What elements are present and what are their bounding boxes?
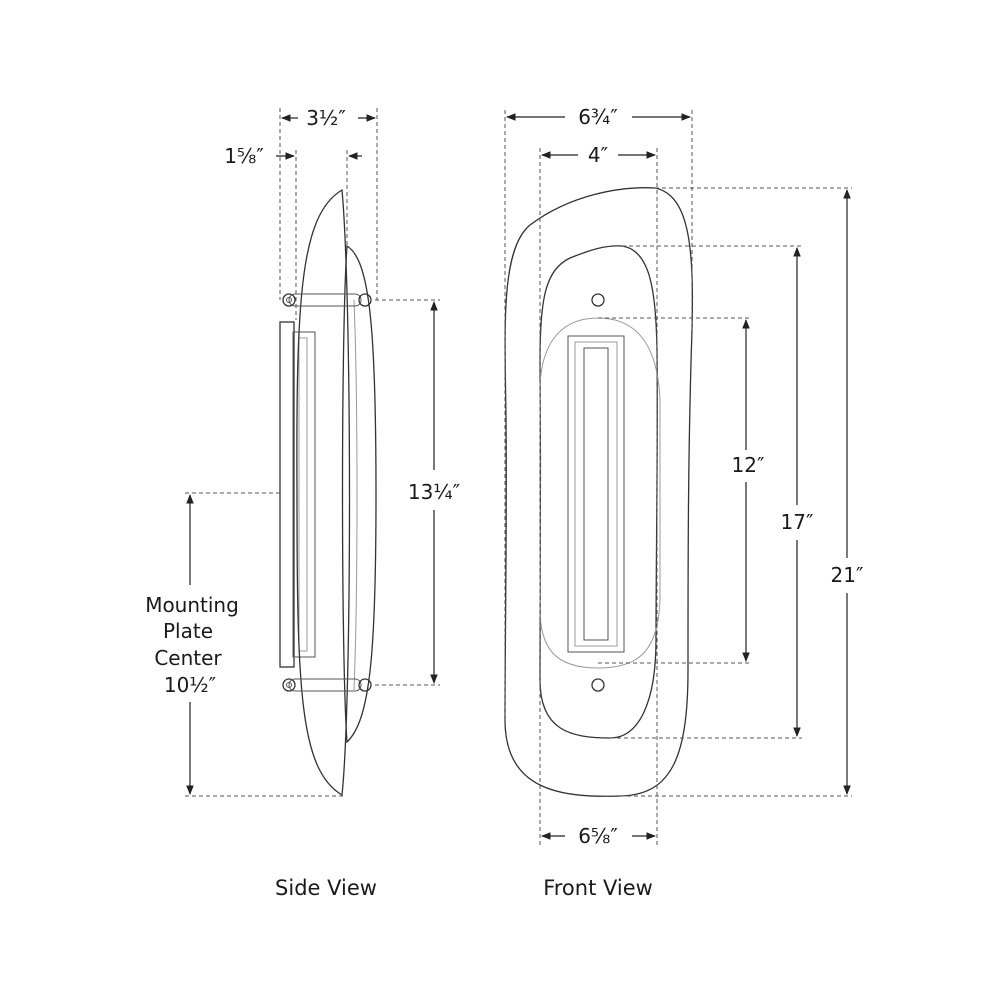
front-backplate xyxy=(539,317,661,669)
front-view: 6¾″ 4″ 6⅝″ 12″ 17″ 21″ Front View xyxy=(504,105,864,900)
side-shade-outer xyxy=(296,188,351,797)
side-mount-screw-bottom xyxy=(282,678,372,692)
mounting-label-line1: Mounting xyxy=(145,593,239,617)
side-backplate xyxy=(279,321,316,668)
mounting-label-line3: Center xyxy=(154,646,222,670)
dim-side-depth: 1⅝″ xyxy=(224,144,264,168)
side-mount-screw-top xyxy=(282,293,372,307)
front-view-caption: Front View xyxy=(543,876,653,900)
dim-bottom-width: 6⅝″ xyxy=(578,824,618,848)
dim-front-width: 6¾″ xyxy=(578,105,618,129)
front-screw-hole-top xyxy=(591,293,605,307)
side-diffuser xyxy=(341,244,377,744)
dim-front-height-small: 12″ xyxy=(732,453,765,477)
side-view-caption: Side View xyxy=(275,876,377,900)
front-screw-hole-bottom xyxy=(591,678,605,692)
dim-side-width: 3½″ xyxy=(306,106,346,130)
front-diffuser xyxy=(539,245,658,739)
side-view: 3½″ 1⅝″ 13¼″ Mounting Plate Center 10½″ … xyxy=(145,106,460,900)
dim-front-height-total: 21″ xyxy=(831,563,864,587)
dim-side-height: 13¼″ xyxy=(408,480,460,504)
dim-front-height-mid: 17″ xyxy=(781,510,814,534)
front-light-bar xyxy=(567,335,625,653)
mounting-label-line2: Plate xyxy=(163,619,213,643)
dim-inner-width: 4″ xyxy=(588,143,608,167)
mounting-label-line4: 10½″ xyxy=(164,673,216,697)
front-shade-outer xyxy=(504,187,694,797)
